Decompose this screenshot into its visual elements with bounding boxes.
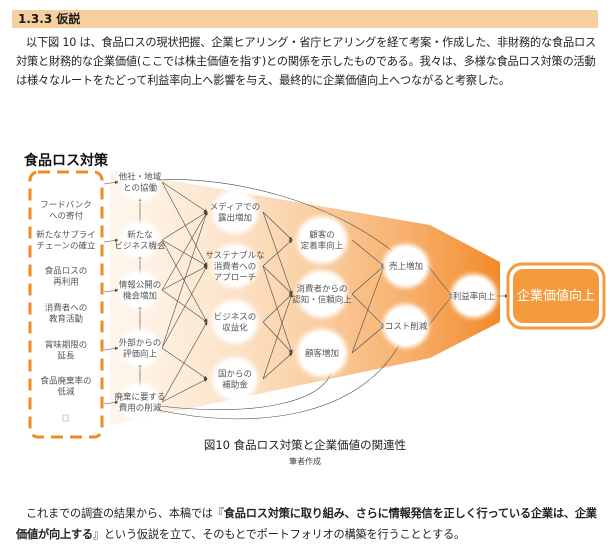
col1-label-4: 廃棄に要する費用の削減 xyxy=(114,392,165,414)
measure-label-2: 食品ロスの再利用 xyxy=(45,266,88,288)
col1-label-3: 外部からの評価向上 xyxy=(119,338,162,360)
figure-credit: 筆者作成 xyxy=(289,457,321,466)
diagram-title: 食品ロス対策 xyxy=(24,153,108,169)
curve-top xyxy=(157,179,397,255)
col2-node-3-core xyxy=(215,360,255,398)
arrow-c2-c3-7 xyxy=(262,352,293,380)
col1-label-0: 他社・地域との協働 xyxy=(119,172,162,194)
arrow-c4-profit-0 xyxy=(427,265,453,297)
section-heading: 1.3.3 仮説 xyxy=(12,10,598,28)
measure-label-0: フードバンクへの寄付 xyxy=(40,201,91,222)
conclusion-hypothesis: 食品ロス対策に取り組み、さらに情報発信を正しく行っている企業は、企業価値が向上す… xyxy=(16,507,597,541)
arrow-c1-c2-2 xyxy=(161,211,208,241)
goal-label: 企業価値向上 xyxy=(517,288,595,304)
col3-label-2: 顧客増加 xyxy=(305,348,339,359)
arrow-c1-c2-6 xyxy=(161,265,208,291)
arrow-c1-c2-4 xyxy=(161,239,208,323)
figure-caption: 図10 食品ロス対策と企業価値の関連性 xyxy=(203,438,407,452)
col2-node-1-core xyxy=(215,247,255,285)
col3-node-2-core xyxy=(300,332,344,374)
measure-label-3: 消費者への教育活動 xyxy=(45,303,88,325)
col3-node-0-core xyxy=(300,219,344,261)
box-marker xyxy=(62,414,69,422)
col2-node-0-core xyxy=(215,193,255,231)
arrow-c1-c2-7 xyxy=(161,289,208,323)
measure-label-1: 新たなサプライチェーンの確立 xyxy=(36,230,96,252)
arrow-c1-c2-10 xyxy=(161,347,208,380)
col4-node-1-core xyxy=(386,307,426,345)
arrow-m-c1-0 xyxy=(103,180,119,185)
arrow-c3-c4-4 xyxy=(351,325,385,354)
arrow-m-c1-1 xyxy=(103,238,119,243)
col3-label-1: 消費者からの認知・信頼向上 xyxy=(292,284,352,306)
arrow-c3-c4-0 xyxy=(351,239,385,267)
relationship-diagram: フードバンクへの寄付新たなサプライチェーンの確立食品ロスの再利用消費者への教育活… xyxy=(28,163,606,439)
profit-node-core xyxy=(454,277,494,315)
arrow-c1-c2-8 xyxy=(161,211,208,349)
conclusion-text-2: 』という仮説を立て、そのもとでポートフォリオの構築を行うこととする。 xyxy=(92,528,466,541)
arrow-m-c1-2 xyxy=(103,288,119,293)
measure-label-4: 賞味期限の延長 xyxy=(45,340,88,362)
arrow-c4-profit-1 xyxy=(427,295,453,327)
col2-label-2: ビジネスの収益化 xyxy=(214,313,257,334)
col1-label-2: 情報公開の機会増加 xyxy=(119,280,162,302)
goal-inner-box xyxy=(513,269,599,323)
arrow-c2-c3-8 xyxy=(262,293,293,380)
arrow-c3-c4-1 xyxy=(351,265,385,295)
arrow-c2-c3-0 xyxy=(262,211,293,241)
arrow-c1-c2-5 xyxy=(161,211,208,291)
arrow-m-c1-4 xyxy=(103,400,119,405)
measures-dashed-box xyxy=(28,170,104,439)
col1-node-0-core xyxy=(122,165,158,199)
curve-bottom-2 xyxy=(159,366,334,411)
conclusion-text-1: これまでの調査の結果から、本稿では『 xyxy=(26,507,224,520)
col4-label-1: コスト削減 xyxy=(385,321,428,332)
col4-node-0-core xyxy=(386,247,426,285)
arrow-c1-c2-9 xyxy=(161,265,208,349)
col3-label-0: 顧客の定着率向上 xyxy=(301,230,344,252)
arrow-c2-c3-2 xyxy=(262,239,293,267)
col1-node-2-core xyxy=(122,273,158,307)
arrow-c1-c2-3 xyxy=(161,239,208,267)
col4-label-0: 売上増加 xyxy=(389,261,423,272)
arrow-c2-c3-3 xyxy=(262,265,293,295)
conclusion-paragraph: これまでの調査の結果から、本稿では『食品ロス対策に取り組み、さらに情報発信を正し… xyxy=(16,503,600,545)
node-layer: フードバンクへの寄付新たなサプライチェーンの確立食品ロスの再利用消費者への教育活… xyxy=(36,163,606,421)
arrow-c1-c2-12 xyxy=(161,321,208,403)
arrow-c1-c2-11 xyxy=(161,378,208,403)
arrow-c2-c3-4 xyxy=(262,265,293,354)
measure-label-5: 食品廃棄率の低減 xyxy=(40,376,91,398)
arrow-c1-c2-0 xyxy=(161,181,208,213)
arrow-layer xyxy=(103,179,509,420)
curve-bottom xyxy=(157,339,403,420)
intro-paragraph: 以下図 10 は、食品ロスの現状把握、企業ヒアリング・省庁ヒアリングを経て考案・… xyxy=(16,36,596,87)
arrow-c2-c3-5 xyxy=(262,293,293,323)
arrow-c3-c4-3 xyxy=(351,265,385,354)
col1-node-3-core xyxy=(122,331,158,365)
col1-label-1: 新たなビジネス機会 xyxy=(114,230,166,252)
col2-label-0: メディアでの露出増加 xyxy=(210,202,260,224)
arrow-c1-c2-1 xyxy=(161,181,208,267)
arrow-m-c1-3 xyxy=(103,346,119,351)
col1-node-1-core xyxy=(122,223,158,257)
profit-label: 利益率向上 xyxy=(453,291,496,302)
col1-node-4-core xyxy=(122,385,158,419)
arrow-c2-c3-6 xyxy=(262,321,293,354)
col2-label-3: 国からの補助金 xyxy=(218,370,252,391)
col3-node-1-core xyxy=(300,273,344,315)
col2-label-1: サステナブルな消費者へのアプローチ xyxy=(205,250,264,283)
col2-node-2-core xyxy=(215,303,255,341)
